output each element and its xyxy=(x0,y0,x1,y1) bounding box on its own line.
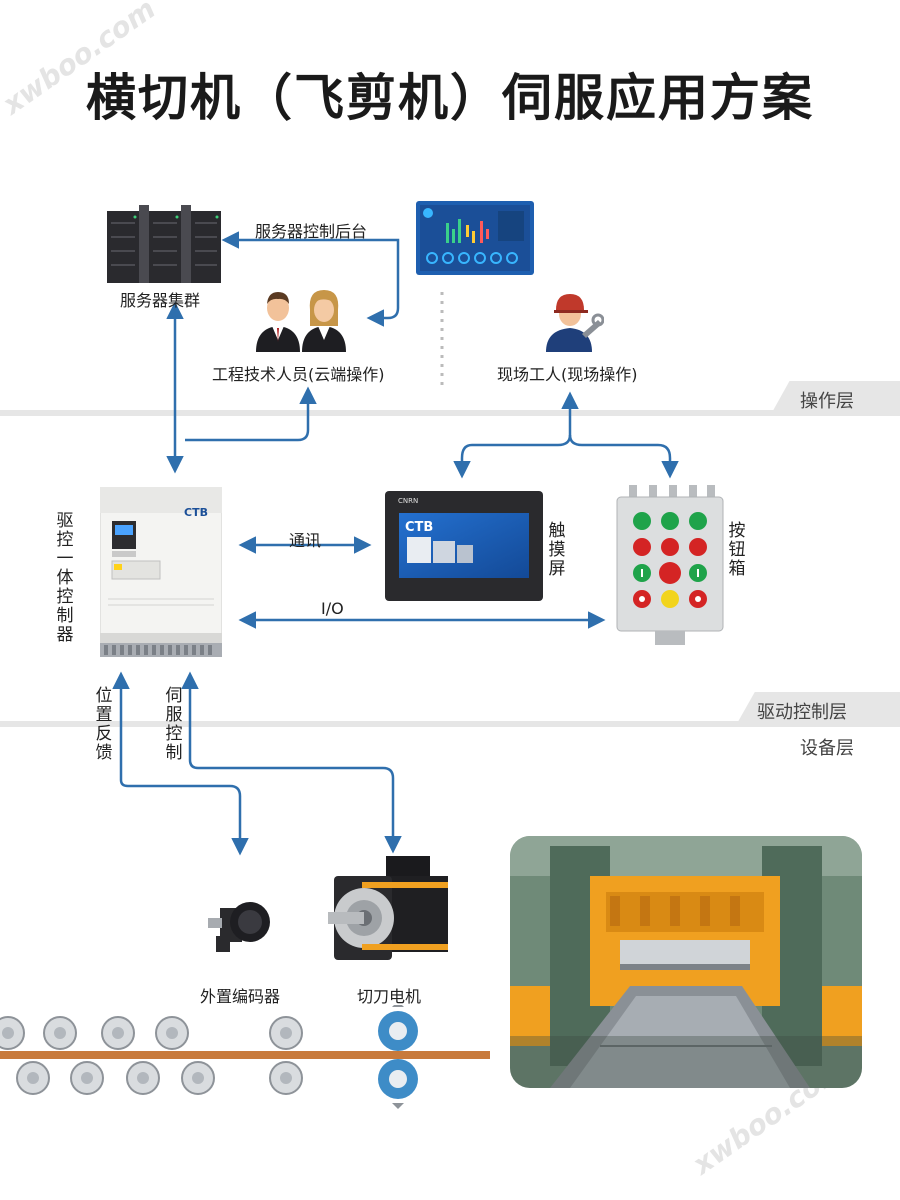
operation-layer-label: 操作层 xyxy=(800,391,854,412)
drive-controller-label: 驱控一体控制器 xyxy=(56,511,74,645)
shear-machine-photo xyxy=(510,836,862,1088)
encoder-icon xyxy=(208,902,270,952)
operation-layer-tag-bg xyxy=(770,381,900,416)
engineers-icon xyxy=(256,290,346,352)
drive-brand: CTB xyxy=(184,506,208,519)
server-cluster-label: 服务器集群 xyxy=(120,291,201,310)
cutter-motor-label: 切刀电机 xyxy=(357,987,422,1006)
touch-screen-icon xyxy=(385,491,543,601)
dashboard-screen-icon xyxy=(416,201,534,275)
button-box-icon xyxy=(616,485,724,645)
servo-control-label: 伺服控制 xyxy=(165,686,183,763)
engineers-label: 工程技术人员(云端操作) xyxy=(212,365,385,384)
server-cluster-icon xyxy=(107,205,221,283)
button-box-label: 按钮箱 xyxy=(728,521,746,579)
touch-screen-maker: CNRN xyxy=(398,497,419,505)
drive-layer-line xyxy=(0,721,900,727)
drive-control-layer-label: 驱动控制层 xyxy=(757,702,847,723)
page-title: 横切机（飞剪机）伺服应用方案 xyxy=(86,69,814,127)
touch-screen-label: 触摸屏 xyxy=(548,521,566,579)
field-worker-label: 现场工人(现场操作) xyxy=(497,365,638,384)
touch-screen-brand: CTB xyxy=(405,520,434,535)
roller-conveyor xyxy=(0,1005,490,1109)
comm-label: 通讯 xyxy=(289,531,322,550)
server-backend-label: 服务器控制后台 xyxy=(255,222,368,241)
cutter-motor-icon xyxy=(328,856,448,960)
drive-controller-icon xyxy=(100,487,222,657)
encoder-label: 外置编码器 xyxy=(200,987,281,1006)
io-label: I/O xyxy=(321,599,344,618)
drive-layer-tag-bg xyxy=(735,692,900,727)
field-worker-icon xyxy=(546,294,604,352)
device-layer-label: 设备层 xyxy=(800,738,854,759)
position-feedback-label: 位置反馈 xyxy=(95,686,113,763)
operation-layer-line xyxy=(0,410,900,416)
